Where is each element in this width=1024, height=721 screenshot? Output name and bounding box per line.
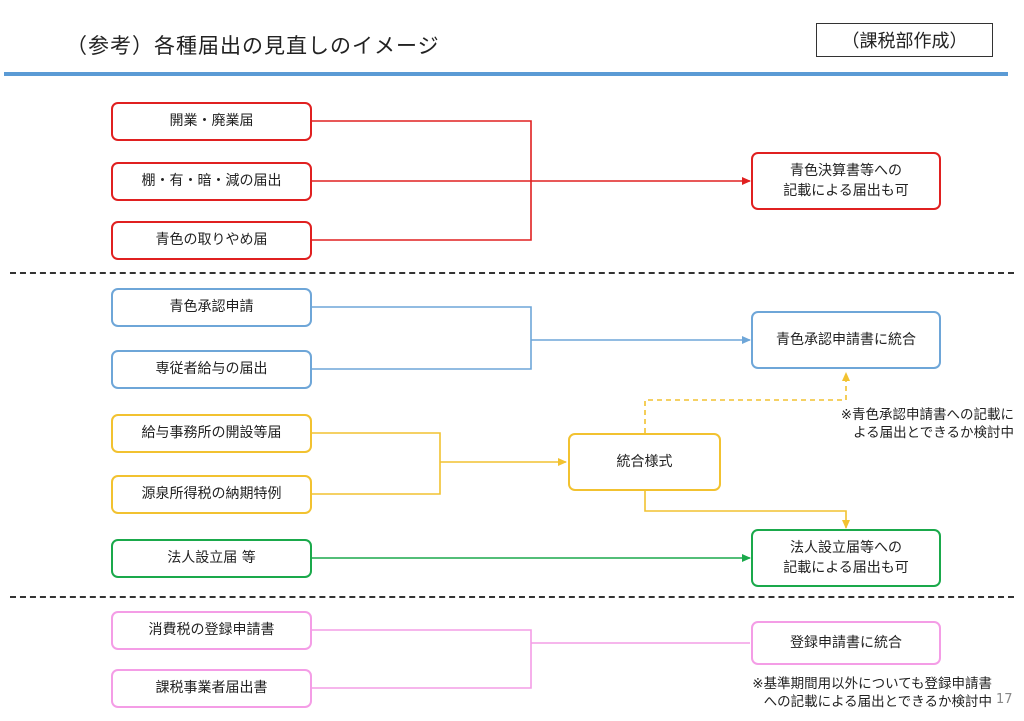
box-aoiro-toriyame: 青色の取りやめ届 <box>111 221 312 260</box>
section-divider <box>10 272 1014 274</box>
box-aoiro-kessan-target: 青色決算書等への 記載による届出も可 <box>751 152 941 210</box>
section-divider <box>10 596 1014 598</box>
blue-connector <box>312 306 532 370</box>
box-tana-yu-an-gen: 棚・有・暗・減の届出 <box>111 162 312 201</box>
box-kazei-jigyosha: 課税事業者届出書 <box>111 669 312 708</box>
box-aoiro-shonin-target: 青色承認申請書に統合 <box>751 311 941 369</box>
pink-note: ※基準期間用以外についても登録申請書 への記載による届出とできるか検討中 <box>752 676 992 711</box>
box-aoiro-shonin: 青色承認申請 <box>111 288 312 327</box>
box-senjusha-kyuyo: 専従者給与の届出 <box>111 350 312 389</box>
box-togo-yoshiki: 統合様式 <box>568 433 721 491</box>
pink-connector <box>312 629 532 689</box>
box-kyuyo-jimusho: 給与事務所の開設等届 <box>111 414 312 453</box>
box-toroku-target: 登録申請書に統合 <box>751 621 941 665</box>
box-hojin-setsuritsu: 法人設立届 等 <box>111 539 312 578</box>
department-label: （課税部作成） <box>816 23 993 57</box>
yellow-connector <box>312 432 441 495</box>
box-hojin-target: 法人設立届等への 記載による届出も可 <box>751 529 941 587</box>
yellow-note: ※青色承認申請書への記載に よる届出とできるか検討中 <box>840 407 1014 442</box>
box-shohizei-toroku: 消費税の登録申請書 <box>111 611 312 650</box>
page-number: 17 <box>996 692 1013 707</box>
page-title: （参考）各種届出の見直しのイメージ <box>66 34 440 58</box>
box-gensen-noki: 源泉所得税の納期特例 <box>111 475 312 514</box>
title-underline <box>4 72 1008 76</box>
yellow-arrow-to-green <box>644 491 850 529</box>
yellow-dashed-arrow <box>644 372 850 433</box>
box-kaigyo-haigyo: 開業・廃業届 <box>111 102 312 141</box>
